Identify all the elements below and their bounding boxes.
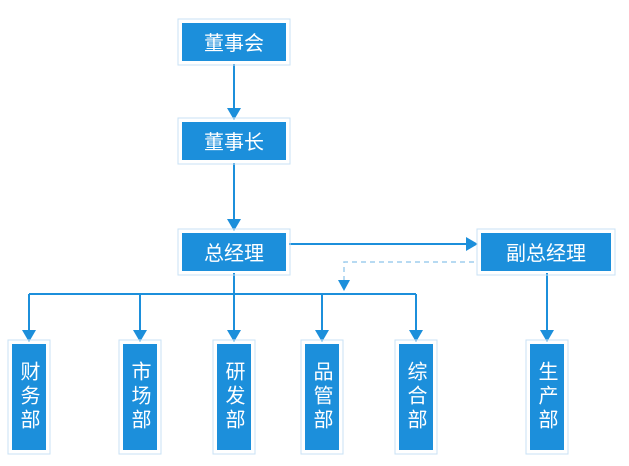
node-rnd-label: 研发部 <box>222 361 246 433</box>
arrowhead-finance <box>22 330 36 342</box>
node-production: 生产部 <box>525 339 569 455</box>
arrowhead-production <box>540 330 554 342</box>
dashed-connector-deputy-departments <box>343 261 474 280</box>
node-general-affairs: 综合部 <box>394 339 438 455</box>
arrowhead-chairman <box>227 108 241 120</box>
arrowhead-rnd <box>227 330 241 342</box>
node-board: 董事会 <box>177 18 291 66</box>
node-general-affairs-label: 综合部 <box>404 361 428 433</box>
node-board-label: 董事会 <box>204 31 264 55</box>
node-marketing-label: 市场部 <box>128 361 152 433</box>
arrowhead-quality <box>315 330 329 342</box>
node-production-label: 生产部 <box>535 361 559 433</box>
node-quality: 品管部 <box>300 339 344 455</box>
node-finance-label: 财务部 <box>17 361 41 433</box>
node-finance: 财务部 <box>7 339 51 455</box>
node-deputy-general-manager-label: 副总经理 <box>506 241 586 265</box>
node-quality-label: 品管部 <box>310 361 334 433</box>
arrowhead-marketing <box>133 330 147 342</box>
node-general-manager-label: 总经理 <box>204 241 264 265</box>
node-general-manager: 总经理 <box>177 228 291 276</box>
node-rnd: 研发部 <box>212 339 256 455</box>
arrowhead-gm <box>227 219 241 231</box>
connectors <box>22 64 554 342</box>
node-chairman-label: 董事长 <box>204 130 264 154</box>
arrowhead-general-affairs <box>409 330 423 342</box>
node-chairman: 董事长 <box>177 117 291 165</box>
arrowhead-deputy <box>466 237 478 251</box>
arrowhead-dashed <box>338 280 350 291</box>
node-deputy-general-manager: 副总经理 <box>476 228 616 276</box>
node-marketing: 市场部 <box>118 339 162 455</box>
